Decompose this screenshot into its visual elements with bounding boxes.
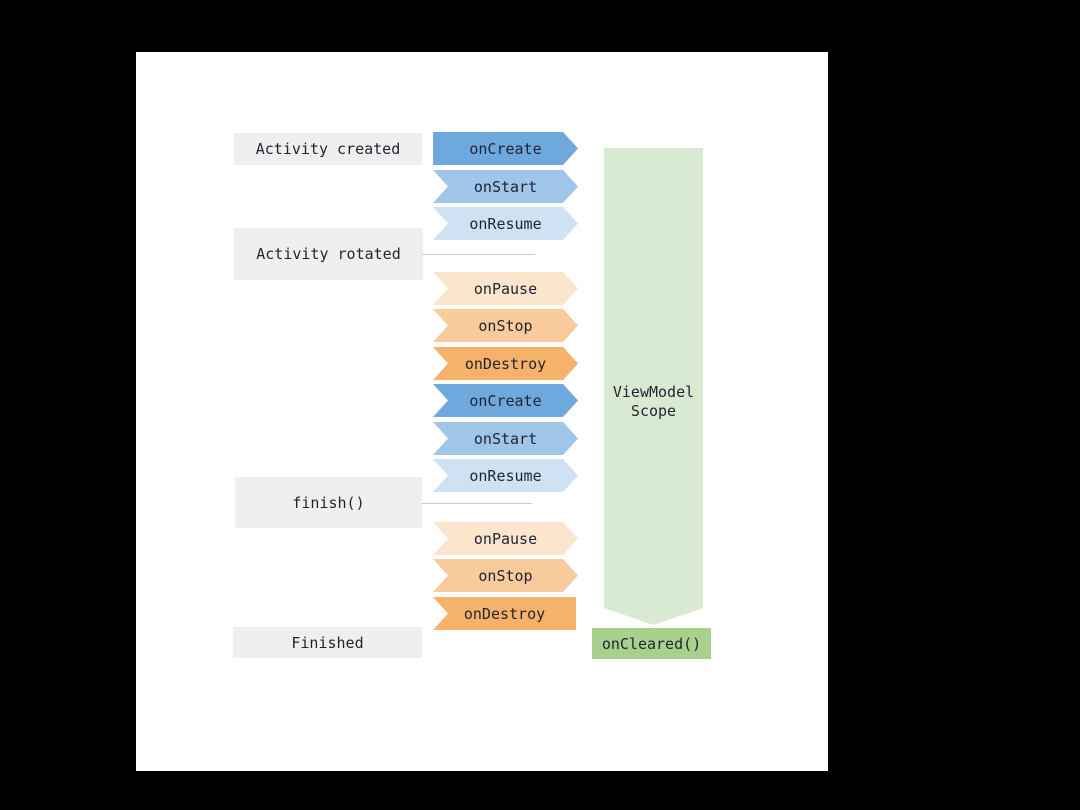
lifecycle-event-ondestroy-2: onDestroy	[433, 597, 576, 630]
lifecycle-event-onstart-1: onStart	[433, 170, 578, 203]
lifecycle-event-onstart-2: onStart	[433, 422, 578, 455]
lifecycle-event-label: onStart	[473, 429, 538, 448]
lifecycle-event-label: onDestroy	[463, 604, 546, 623]
oncleared-box: onCleared()	[592, 628, 711, 659]
lifecycle-event-onresume-2: onResume	[433, 459, 578, 492]
lifecycle-event-onstop-1: onStop	[433, 309, 578, 342]
connector-line-activity-rotated	[422, 254, 535, 255]
lifecycle-event-ondestroy-1: onDestroy	[433, 347, 578, 380]
lifecycle-event-onpause-2: onPause	[433, 522, 578, 555]
stage-activity-created: Activity created	[234, 133, 422, 165]
lifecycle-event-label: onCreate	[469, 391, 542, 410]
connector-line-finish	[422, 503, 532, 504]
lifecycle-event-oncreate-1: onCreate	[433, 132, 578, 165]
lifecycle-event-label: onCreate	[469, 139, 542, 158]
lifecycle-event-label: onDestroy	[464, 354, 547, 373]
lifecycle-event-oncreate-2: onCreate	[433, 384, 578, 417]
lifecycle-event-label: onResume	[469, 466, 542, 485]
stage-finish: finish()	[235, 477, 422, 528]
lifecycle-event-onpause-1: onPause	[433, 272, 578, 305]
lifecycle-event-label: onStop	[478, 316, 533, 335]
lifecycle-event-label: onPause	[473, 529, 538, 548]
lifecycle-event-label: onStart	[473, 177, 538, 196]
stage-activity-rotated: Activity rotated	[234, 228, 423, 280]
viewmodel-scope-label: ViewModel Scope	[612, 383, 695, 420]
diagram-panel: Activity created Activity rotated finish…	[136, 52, 828, 771]
viewmodel-scope-arrow	[604, 148, 703, 625]
stage-finished: Finished	[233, 627, 422, 658]
lifecycle-event-label: onResume	[469, 214, 542, 233]
lifecycle-event-label: onPause	[473, 279, 538, 298]
lifecycle-event-label: onStop	[478, 566, 533, 585]
lifecycle-event-onstop-2: onStop	[433, 559, 578, 592]
lifecycle-event-onresume-1: onResume	[433, 207, 578, 240]
